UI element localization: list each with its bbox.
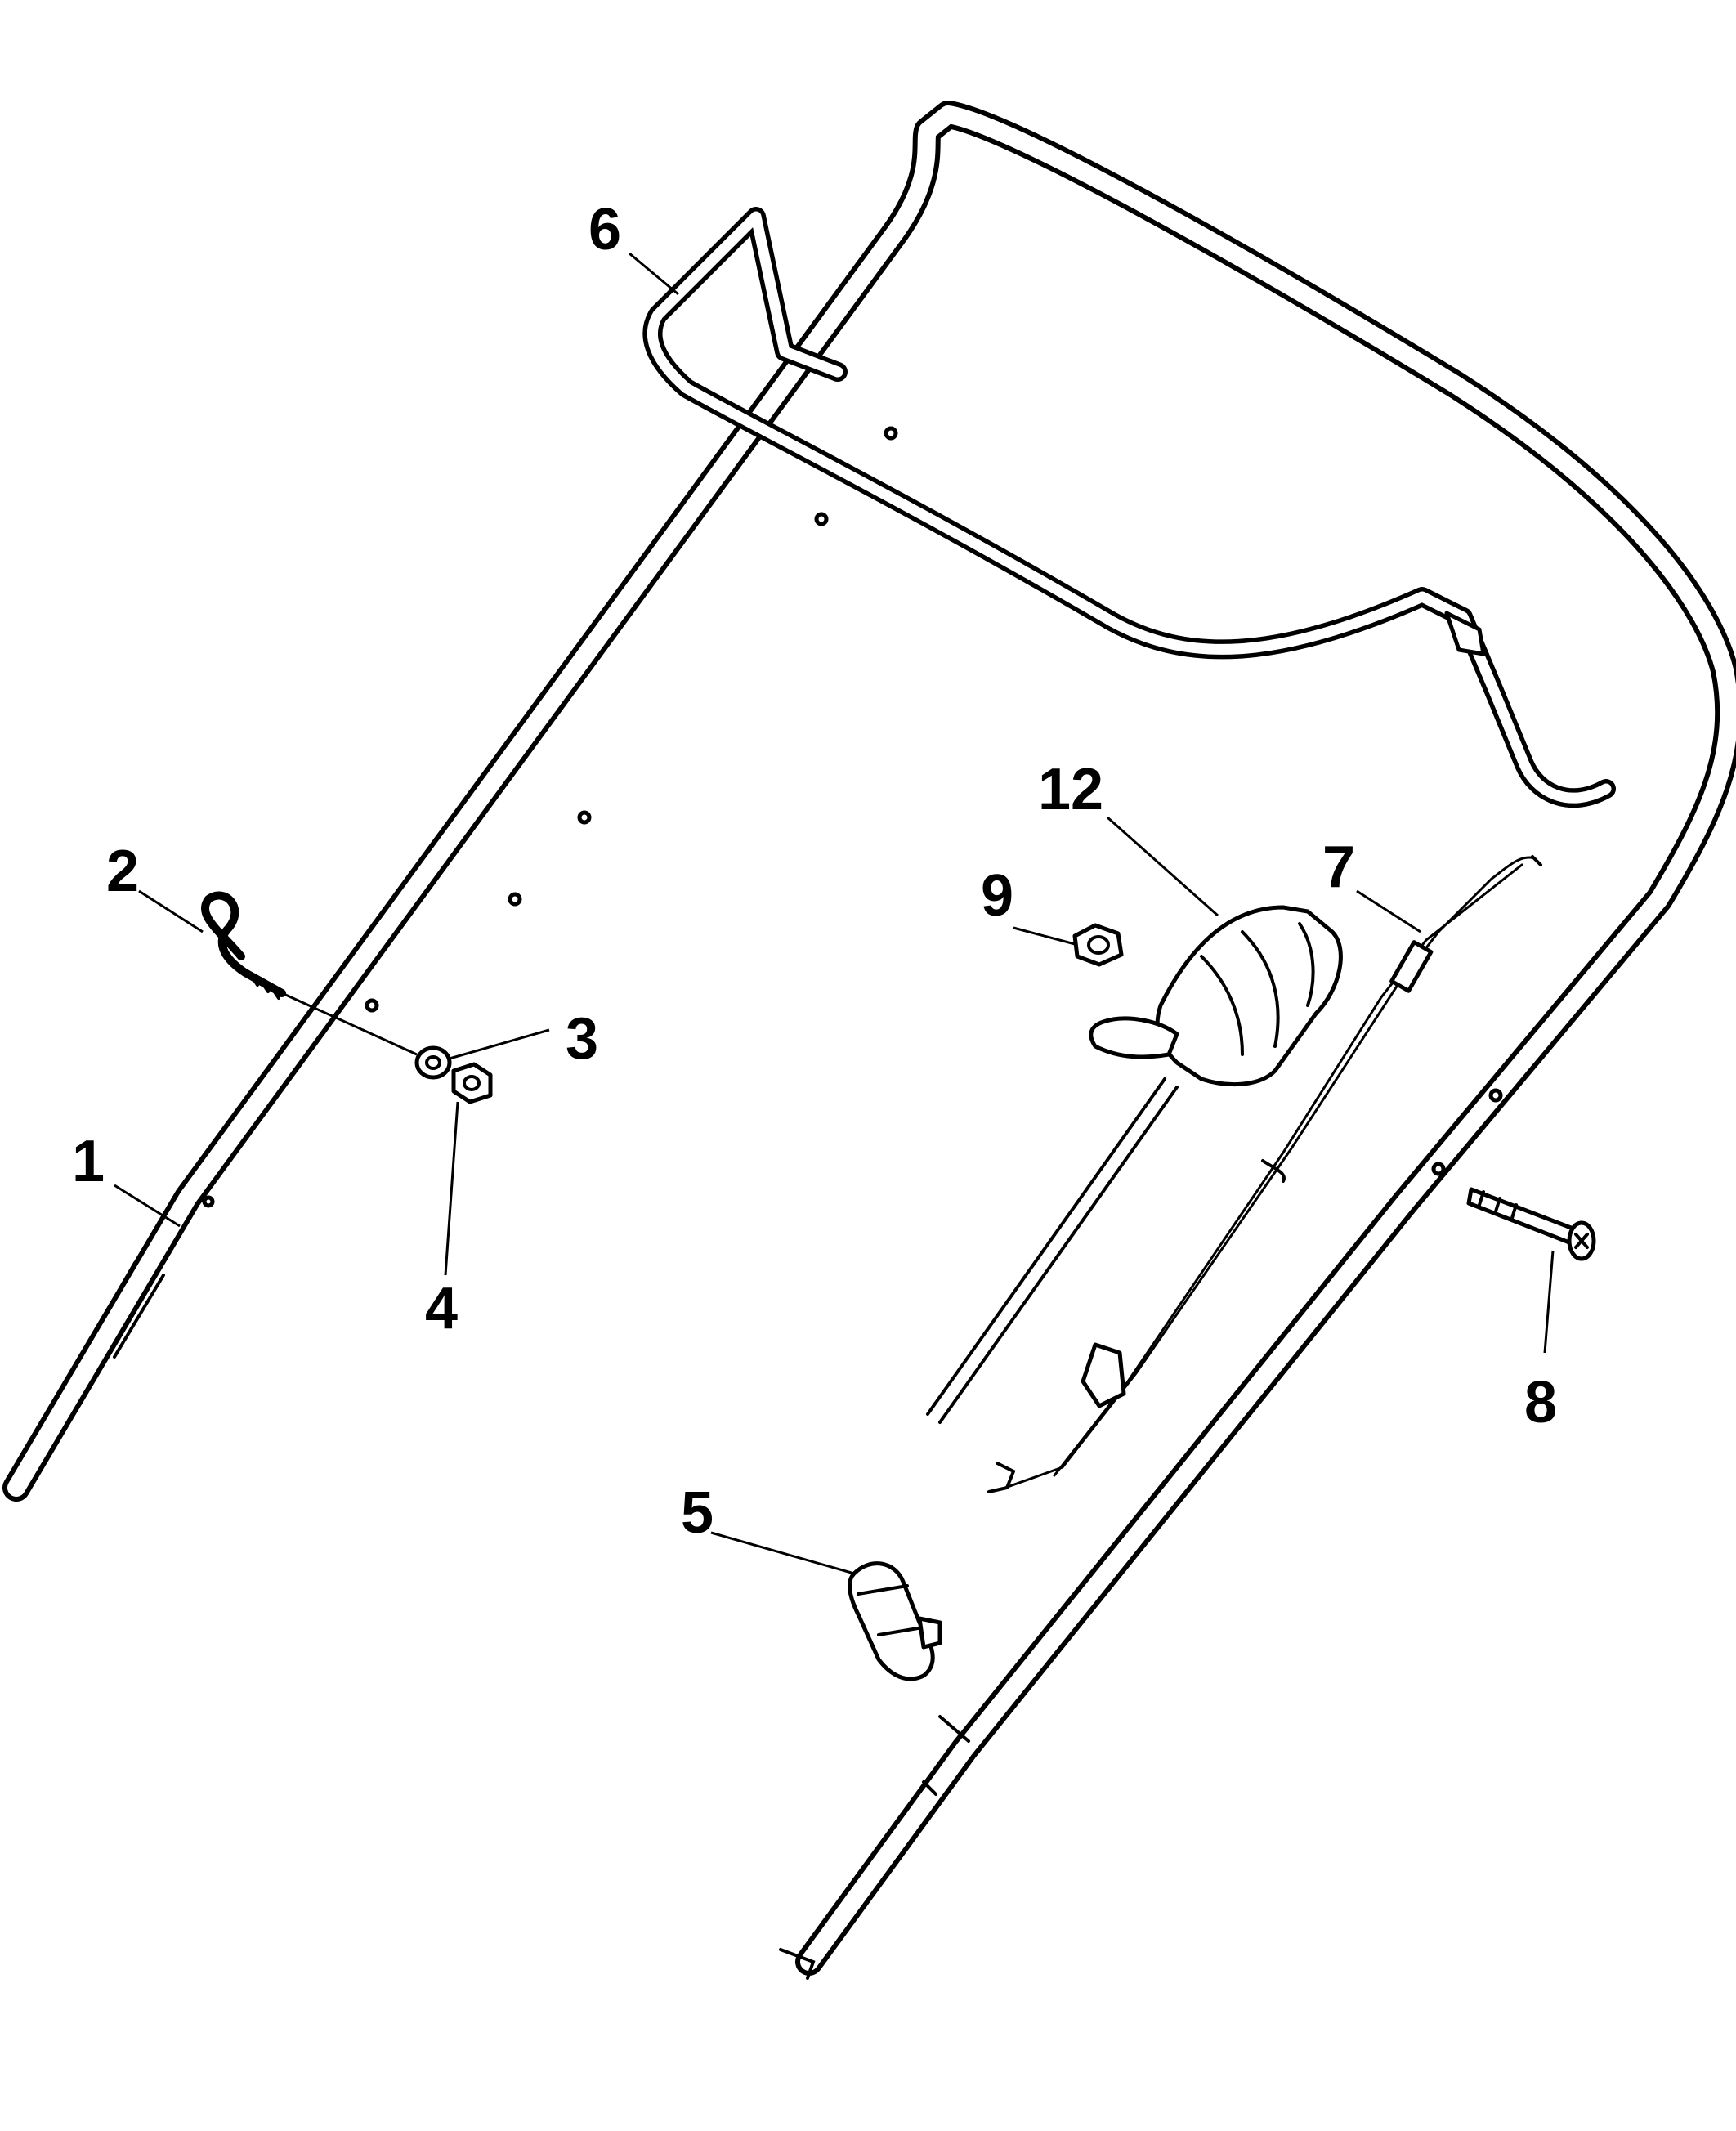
callout-2: 2 xyxy=(106,839,139,904)
callout-3: 3 xyxy=(566,1006,598,1072)
callout-7: 7 xyxy=(1322,835,1355,900)
callout-12: 12 xyxy=(1038,757,1103,822)
callout-4: 4 xyxy=(425,1276,458,1341)
throttle-control xyxy=(926,905,1343,1424)
callout-5: 5 xyxy=(681,1480,714,1546)
cable-clip xyxy=(848,1561,942,1681)
drive-cable xyxy=(987,855,1542,1493)
control-bail-bar xyxy=(642,207,1616,808)
callout-6: 6 xyxy=(588,197,621,262)
bolt xyxy=(1466,1187,1596,1261)
handle-tube xyxy=(2,101,1736,1980)
callout-8: 8 xyxy=(1524,1370,1557,1435)
nut-upper xyxy=(1072,923,1124,967)
callout-9: 9 xyxy=(981,863,1013,929)
washer xyxy=(414,1045,452,1080)
callout-labels: 1 2 3 4 5 6 7 8 9 12 xyxy=(72,197,1557,1546)
leader-lines xyxy=(114,252,1555,1575)
hook-bolt xyxy=(201,891,286,1000)
nut-lower xyxy=(451,1062,493,1104)
callout-1: 1 xyxy=(72,1129,105,1194)
